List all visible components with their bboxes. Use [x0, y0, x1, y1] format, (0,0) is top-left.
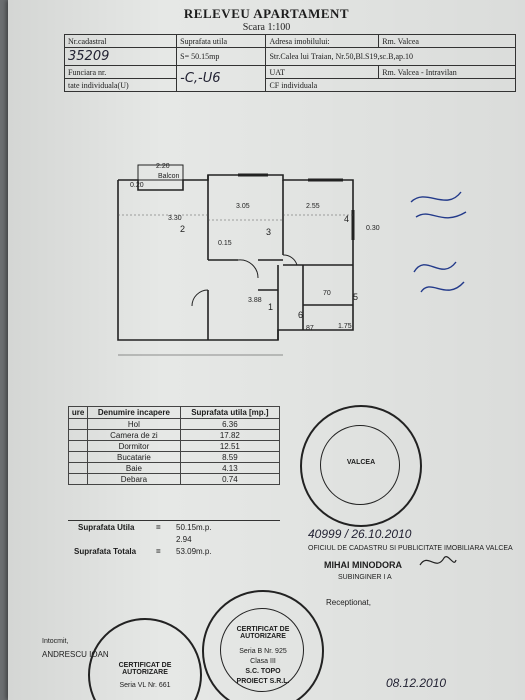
- divider: [68, 520, 280, 521]
- uat-label: UAT: [265, 65, 380, 79]
- stamp-right-company: S.C. TOPO: [245, 668, 281, 675]
- suprafata-utila-label: Suprafata utila: [176, 34, 267, 48]
- dim-020: 0.20: [130, 182, 144, 189]
- equals-sign: =: [156, 523, 161, 532]
- dim-220: 2.20: [156, 163, 170, 170]
- room-number-2: 2: [180, 224, 185, 234]
- cf-individuala-label: CF individuala: [265, 78, 516, 92]
- table-row-area: 4.13: [179, 462, 281, 474]
- table-row-area: 12.51: [179, 440, 281, 452]
- dim-175: 1.75: [338, 323, 352, 330]
- authorization-stamp-left: CERTIFICAT DE AUTORIZARE Seria VL Nr. 66…: [88, 618, 202, 700]
- stamp-city: VALCEA: [346, 459, 376, 466]
- equals-sign: =: [156, 547, 161, 556]
- col-header-denumire: Denumire incapere: [87, 406, 181, 419]
- suprafata-totala-value: 53.09m.p.: [176, 547, 212, 556]
- stamp-right-company2: PROIECT S.R.L.: [236, 678, 290, 685]
- document-page: RELEVEU APARTAMENT Scara 1:100 Nr.cadast…: [8, 0, 525, 700]
- floor-plan: Balcon 2 3 4 1 5 6 3.30 3.05 2.55 2.20 3…: [117, 163, 380, 356]
- surface-table: ure Denumire incapere Suprafata utila [m…: [67, 406, 281, 485]
- room-label-balcon: Balcon: [158, 173, 180, 180]
- header-table: Nr.cadastral Suprafata utila Adresa imob…: [63, 34, 516, 92]
- signer-title: SUBINGINER I A: [338, 574, 392, 581]
- nr-cadastral-label: Nr.cadastral: [63, 34, 178, 48]
- table-row-name: Baie: [87, 462, 181, 474]
- signature-mihai: [419, 556, 457, 566]
- table-row-area: 0.74: [179, 473, 281, 485]
- dim-087: 87: [306, 325, 314, 332]
- uat-value: Rm. Valcea - Intravilan: [378, 65, 516, 79]
- suprafata-utila-total-label: Suprafata Utila: [78, 523, 135, 532]
- document-scale: Scara 1:100: [242, 22, 291, 33]
- dim-070: 70: [323, 290, 331, 297]
- suprafata-totala-label: Suprafata Totala: [74, 547, 137, 556]
- author-label: Intocmit,: [42, 638, 69, 645]
- dim-030-right: 0.30: [366, 225, 380, 232]
- cadastre-stamp: VALCEA: [300, 405, 422, 527]
- table-row-name: Bucatarie: [87, 451, 181, 463]
- balcon-area-value: 2.94: [176, 535, 192, 544]
- room-number-6: 6: [298, 310, 303, 320]
- dim-255: 2.55: [306, 203, 320, 210]
- reception-date: 08.12.2010: [386, 676, 447, 690]
- col-header-suprafata: Suprafata utila [mp.]: [179, 406, 281, 419]
- dim-305: 3.05: [236, 203, 250, 210]
- author-name: ANDRESCU IOAN: [42, 650, 109, 659]
- stamp-left-text: CERTIFICAT DE AUTORIZARE: [118, 662, 172, 676]
- table-row-area: 8.59: [179, 451, 281, 463]
- room-number-4: 4: [344, 214, 349, 224]
- table-row-name: Camera de zi: [87, 429, 181, 441]
- table-row-name: Hol: [87, 418, 181, 430]
- table-row-name: Dormitor: [87, 440, 181, 452]
- stamp-right-class: Clasa III: [250, 658, 276, 665]
- signer-name: MIHAI MINODORA: [324, 560, 402, 570]
- carte-funciara-label: Funciara nr.: [63, 65, 178, 79]
- table-row-area: 17.82: [179, 429, 281, 441]
- table-row-area: 6.36: [179, 418, 281, 430]
- document-title: RELEVEU APARTAMENT: [183, 6, 350, 21]
- stamp-right-serie: Seria B Nr. 925: [239, 648, 287, 655]
- authorization-stamp-right: CERTIFICAT DE AUTORIZARE Seria B Nr. 925…: [202, 590, 324, 700]
- stamp-right-text: CERTIFICAT DE AUTORIZARE: [236, 626, 290, 640]
- localitate-value: Rm. Valcea: [378, 34, 516, 48]
- dim-388: 3.88: [248, 297, 262, 304]
- cf-handwritten: -C,-U6: [176, 65, 267, 92]
- nr-cadastral-value: 35209: [63, 47, 178, 66]
- adresa-label: Adresa imobilului:: [265, 34, 380, 48]
- dim-015: 0.15: [218, 240, 232, 247]
- adresa-value: Str.Calea lui Traian, Nr.50,Bl.S19,sc.B,…: [265, 47, 516, 66]
- room-number-5: 5: [353, 292, 358, 302]
- room-number-3: 3: [266, 227, 271, 237]
- registration-number: 40999 / 26.10.2010: [308, 527, 412, 541]
- suprafata-utila-value: S= 50.15mp: [176, 47, 267, 66]
- room-number-1: 1: [268, 302, 273, 312]
- signature-right: [410, 191, 467, 293]
- receptionat-label: Receptionat,: [326, 598, 371, 607]
- col-header-nr: ure: [67, 406, 89, 419]
- stamp-left-serie: Seria VL Nr. 661: [119, 682, 171, 689]
- office-name: OFICIUL DE CADASTRU SI PUBLICITATE IMOBI…: [308, 545, 513, 552]
- table-row-name: Debara: [87, 473, 181, 485]
- dim-330: 3.30: [168, 215, 182, 222]
- suprafata-utila-total-value: 50.15m.p.: [176, 523, 212, 532]
- cf-individuala-left-label: tate individuala(U): [63, 78, 178, 92]
